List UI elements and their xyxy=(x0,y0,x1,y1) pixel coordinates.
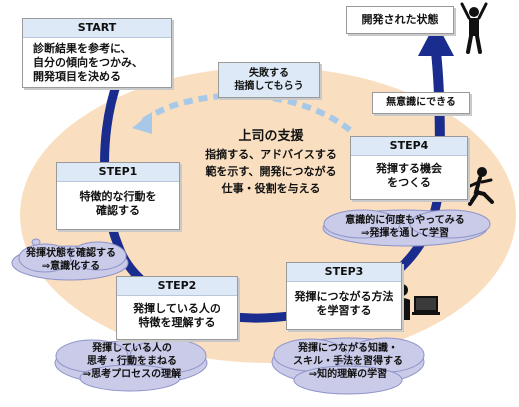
unconscious-text: 無意識にできる xyxy=(386,97,456,108)
step4-line-1: 発揮する機会 xyxy=(376,162,442,175)
step1-line-2: 確認する xyxy=(96,204,140,217)
start-line-2: 自分の傾向をつかみ、 xyxy=(33,56,143,69)
support-line-2: 範を示す、開発につながる xyxy=(205,165,337,178)
goal-arrow-head xyxy=(418,22,454,56)
cloud-3-line-3: ⇒知的理解の学習 xyxy=(308,369,388,380)
cloud-4-line-2: ⇒発揮を通して学習 xyxy=(360,228,450,239)
cloud-4: 意識的に何度もやってみる ⇒発揮を通して学習 xyxy=(330,214,480,240)
cloud-2-line-3: ⇒思考プロセスの理解 xyxy=(82,369,182,380)
start-label: START xyxy=(23,19,171,38)
step1-line-1: 特徴的な行動を xyxy=(79,190,157,203)
goal-text: 開発された状態 xyxy=(361,13,439,26)
cloud-1: 発揮状態を確認する ⇒意識化する xyxy=(14,247,128,273)
support-line-3: 仕事・役割を与える xyxy=(221,182,321,195)
step4-box: STEP4 発揮する機会 をつくる xyxy=(350,136,468,200)
step1-box: STEP1 特徴的な行動を 確認する xyxy=(56,162,180,230)
start-box: START 診断結果を参考に、 自分の傾向をつかみ、 開発項目を決める xyxy=(22,18,172,88)
cloud-2-line-1: 発揮している人の xyxy=(92,343,172,354)
presenter-icon xyxy=(394,284,440,320)
start-line-3: 開発項目を決める xyxy=(33,70,121,83)
step3-text: 発揮につながる方法 を学習する xyxy=(287,282,401,318)
support-line-1: 指摘する、アドバイスする xyxy=(205,148,337,161)
start-text: 診断結果を参考に、 自分の傾向をつかみ、 開発項目を決める xyxy=(23,38,171,84)
step2-line-2: 特徴を理解する xyxy=(138,316,216,329)
unconscious-box: 無意識にできる xyxy=(372,92,470,114)
cloud-2-line-2: 思考・行動をまねる xyxy=(87,356,177,367)
support-title: 上司の支援 xyxy=(238,129,304,144)
step3-box: STEP3 発揮につながる方法 を学習する xyxy=(286,262,402,330)
cloud-3: 発揮につながる知識・ スキル・手法を習得する ⇒知的理解の学習 xyxy=(276,342,420,381)
start-line-1: 診断結果を参考に、 xyxy=(33,42,132,55)
step1-label: STEP1 xyxy=(57,163,179,182)
running-person-icon xyxy=(468,167,494,206)
cloud-1-line-1: 発揮状態を確認する xyxy=(26,248,116,259)
feedback-dashed-arrow xyxy=(140,92,352,133)
feedback-text: 失敗する 指摘してもらう xyxy=(219,63,319,93)
cheering-person-icon xyxy=(460,2,488,54)
cloud-2: 発揮している人の 思考・行動をまねる ⇒思考プロセスの理解 xyxy=(64,342,200,381)
feedback-arrow-head xyxy=(132,112,152,134)
step2-line-1: 発揮している人の xyxy=(133,302,221,315)
cloud-4-line-1: 意識的に何度もやってみる xyxy=(345,215,465,226)
cloud-4-shape xyxy=(322,209,491,247)
step3-label: STEP3 xyxy=(287,263,401,282)
cloud-3-line-1: 発揮につながる知識・ xyxy=(298,343,398,354)
step2-box: STEP2 発揮している人の 特徴を理解する xyxy=(116,276,238,340)
step4-label: STEP4 xyxy=(351,137,467,156)
feedback-box: 失敗する 指摘してもらう xyxy=(218,62,320,98)
step4-text: 発揮する機会 をつくる xyxy=(351,156,467,190)
step4-line-2: をつくる xyxy=(387,176,431,189)
cloud-2-shape xyxy=(54,338,208,392)
cloud-1-line-2: ⇒意識化する xyxy=(41,261,101,272)
goal-box: 開発された状態 xyxy=(346,6,454,34)
support-body: 指摘する、アドバイスする 範を示す、開発につながる 仕事・役割を与える xyxy=(186,146,356,197)
cloud-1-shape xyxy=(11,241,129,281)
cloud-3-line-2: スキル・手法を習得する xyxy=(293,356,403,367)
step3-line-2: を学習する xyxy=(316,304,372,317)
step2-label: STEP2 xyxy=(117,277,237,296)
step1-text: 特徴的な行動を 確認する xyxy=(57,182,179,218)
feedback-line-1: 失敗する xyxy=(249,68,289,79)
step2-text: 発揮している人の 特徴を理解する xyxy=(117,296,237,330)
step3-line-1: 発揮につながる方法 xyxy=(294,290,394,303)
cloud-3-shape xyxy=(271,337,425,395)
feedback-line-2: 指摘してもらう xyxy=(234,81,304,92)
supervisor-support: 上司の支援 指摘する、アドバイスする 範を示す、開発につながる 仕事・役割を与え… xyxy=(186,128,356,208)
